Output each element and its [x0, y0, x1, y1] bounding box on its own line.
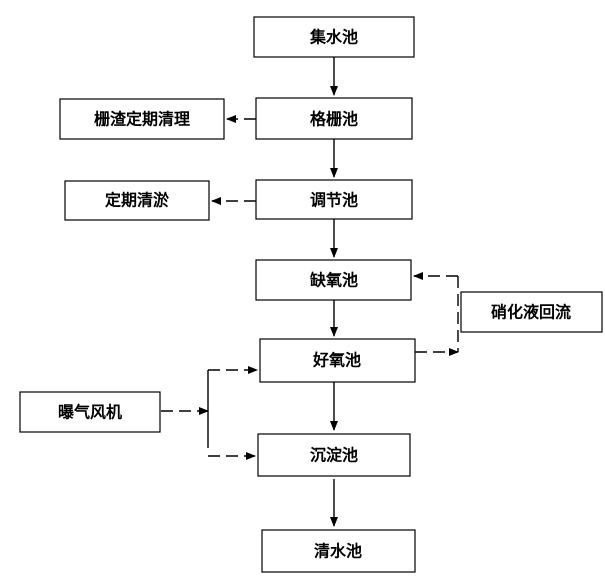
box-nitrate-return: 硝化液回流 [460, 291, 603, 333]
box-clear-water-tank-label: 清水池 [314, 542, 362, 561]
box-sedimentation-tank: 沉淀池 [257, 433, 411, 477]
box-nitrate-return-label: 硝化液回流 [491, 303, 571, 322]
box-screen-residue-label: 栅渣定期清理 [94, 110, 190, 129]
box-sludge-cleaning: 定期清淤 [64, 180, 210, 221]
box-anoxic-tank-label: 缺氧池 [310, 271, 358, 290]
box-aeration-blower-label: 曝气风机 [58, 403, 122, 422]
box-sedimentation-tank-label: 沉淀池 [310, 446, 358, 465]
box-aerobic-tank: 好氧池 [259, 338, 416, 383]
box-regulating-tank: 调节池 [255, 179, 413, 220]
box-collection-tank: 集水池 [253, 16, 415, 58]
box-anoxic-tank: 缺氧池 [255, 259, 412, 301]
box-aeration-blower: 曝气风机 [19, 391, 161, 433]
box-clear-water-tank: 清水池 [261, 529, 416, 573]
box-screen-tank-label: 格栅池 [310, 110, 358, 129]
box-screen-residue: 栅渣定期清理 [59, 98, 225, 140]
box-collection-tank-label: 集水池 [309, 28, 358, 47]
box-screen-tank: 格栅池 [255, 97, 413, 140]
box-regulating-tank-label: 调节池 [310, 191, 358, 210]
box-aerobic-tank-label: 好氧池 [312, 351, 361, 370]
box-sludge-cleaning-label: 定期清淤 [104, 191, 169, 210]
